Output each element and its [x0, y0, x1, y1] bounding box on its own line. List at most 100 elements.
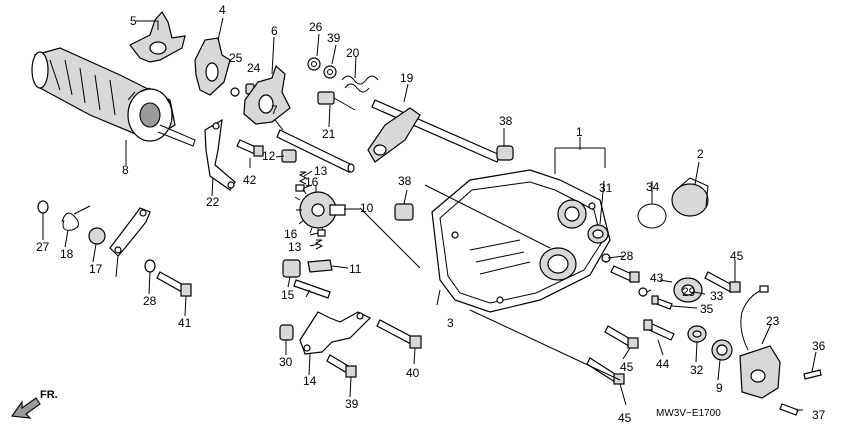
callout-17: 17: [89, 262, 103, 276]
callout-39: 39: [345, 397, 359, 411]
callout-18: 18: [60, 247, 74, 261]
collar-31: [279, 324, 294, 341]
gearshift-spindle-20: [367, 99, 501, 163]
washer-28-bottom: [144, 259, 156, 273]
callout-34: 34: [646, 180, 660, 194]
callout-32: 32: [690, 363, 704, 377]
callout-27: 27: [36, 240, 50, 254]
spring-13-bottom: [314, 239, 324, 250]
shift-fork-6: [243, 64, 291, 125]
callout-20: 20: [346, 46, 360, 60]
collar-22: [317, 91, 356, 111]
gear-position-switch-24: [739, 285, 781, 399]
callout-12: 12: [262, 149, 276, 163]
callout-15: 15: [281, 288, 295, 302]
callout-28: 28: [620, 249, 634, 263]
plate-14: [299, 311, 372, 355]
callout-13: 13: [314, 164, 328, 178]
spring-13-top: [298, 171, 308, 185]
callout-19: 19: [400, 71, 414, 85]
callout-45: 45: [618, 411, 632, 425]
callout-38: 38: [398, 174, 412, 188]
collar-15: [282, 259, 301, 278]
stopper-arm-17: [109, 207, 151, 257]
callout-35: 35: [700, 302, 714, 316]
drawing-code: MW3V−E1700: [656, 408, 721, 419]
shift-drum: [31, 47, 196, 147]
washer-40: [323, 65, 337, 79]
pin-26: [230, 87, 240, 97]
callout-22: 22: [206, 195, 220, 209]
cap-2: [671, 177, 709, 217]
fork-shaft-7: [276, 129, 355, 173]
callout-16: 16: [284, 227, 298, 241]
callout-21: 21: [322, 127, 336, 141]
callout-14: 14: [303, 374, 317, 388]
callout-1: 1: [576, 125, 583, 139]
collar-39-top: [496, 145, 514, 161]
callout-39: 39: [327, 31, 341, 45]
spring-21: [341, 75, 379, 93]
bolt-45-lower: [586, 357, 625, 385]
bolt-41: [326, 354, 357, 378]
callout-45: 45: [620, 360, 634, 374]
callout-29: 29: [682, 285, 696, 299]
callout-44: 44: [656, 357, 670, 371]
screw-38-top: [803, 369, 822, 380]
callout-6: 6: [271, 24, 278, 38]
washer-30: [638, 287, 648, 297]
callout-43: 43: [650, 271, 664, 285]
bolt-43: [156, 271, 192, 297]
shift-fork-4: [194, 37, 231, 96]
bolt-45-mid: [643, 319, 675, 341]
callout-41: 41: [178, 316, 192, 330]
collar-12: [281, 149, 297, 163]
callout-45: 45: [730, 249, 744, 263]
bolt-42: [376, 319, 422, 349]
bolt-44: [236, 139, 264, 157]
bolt-46-lower: [604, 325, 639, 349]
callout-4: 4: [219, 3, 226, 17]
callout-38: 38: [499, 114, 513, 128]
bearing-35: [673, 277, 703, 303]
shift-fork-5: [129, 10, 186, 63]
callout-23: 23: [766, 314, 780, 328]
front-direction-arrow: FR.: [11, 389, 58, 419]
callout-10: 10: [360, 201, 374, 215]
front-marker-label: FR.: [40, 389, 58, 401]
bolt-45-upper: [610, 265, 640, 283]
callout-26: 26: [309, 20, 323, 34]
callout-33: 33: [710, 289, 724, 303]
callout-24: 24: [247, 61, 261, 75]
washer-34: [687, 325, 707, 343]
bracket-23: [204, 118, 236, 191]
collar-18: [88, 227, 106, 245]
spring-19: [61, 205, 91, 231]
callout-42: 42: [243, 173, 257, 187]
callout-13: 13: [288, 240, 302, 254]
callout-25: 25: [229, 51, 243, 65]
callout-28: 28: [143, 294, 157, 308]
washer-28-top: [37, 200, 49, 214]
washer-27: [307, 57, 321, 71]
callout-16: 16: [305, 175, 319, 189]
bolt-46-right: [704, 271, 741, 293]
callout-labels: 1234567891011121313141516161718192021222…: [36, 3, 826, 425]
callout-3: 3: [447, 316, 454, 330]
leader-lines: [42, 17, 817, 411]
crankcase-cover-3: [431, 169, 611, 313]
screw-38-bottom: [779, 403, 799, 416]
callout-40: 40: [406, 366, 420, 380]
callout-30: 30: [279, 355, 293, 369]
callout-31: 31: [599, 181, 613, 195]
o-ring-36: [637, 203, 667, 229]
callout-8: 8: [122, 163, 129, 177]
pin-16-bottom: [317, 229, 326, 237]
pin-16-top: [295, 184, 305, 192]
shift-drum-center-10: [294, 186, 346, 234]
collar-39-mid: [394, 203, 414, 221]
callout-9: 9: [716, 381, 723, 395]
callout-5: 5: [130, 14, 137, 28]
callout-37: 37: [812, 408, 826, 422]
